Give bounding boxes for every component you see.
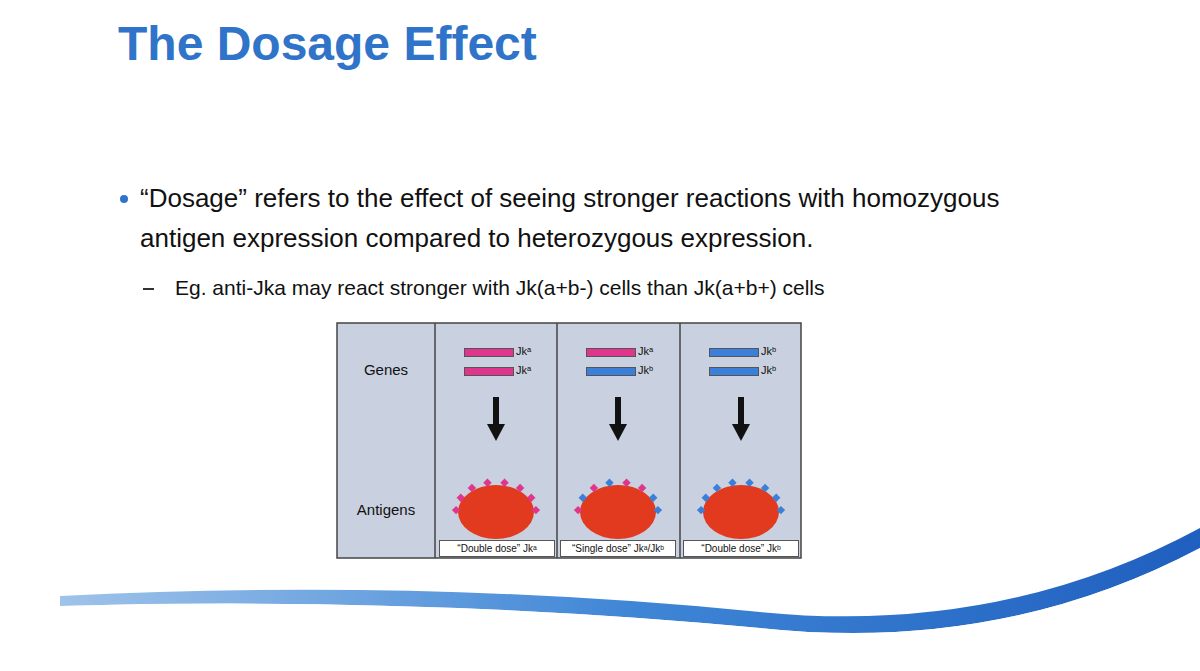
bottom-wave xyxy=(60,528,1200,671)
antigen-diamond xyxy=(745,478,753,486)
gene-bar: Jkᵇ xyxy=(709,367,779,377)
gene-bar-fill xyxy=(709,348,759,357)
antigen-diamond xyxy=(777,506,785,514)
antigen-diamond xyxy=(772,494,780,502)
bullet-text: “Dosage” refers to the effect of seeing … xyxy=(140,178,1040,258)
arrow-head xyxy=(732,424,750,441)
gene-bar: Jkᵇ xyxy=(586,367,656,377)
antigen-diamond xyxy=(516,484,524,492)
slide-title: The Dosage Effect xyxy=(118,16,537,71)
red-cell xyxy=(703,485,779,539)
red-cell xyxy=(458,485,534,539)
arrow-head xyxy=(487,424,505,441)
antigen-diamond xyxy=(500,478,508,486)
dose-caption-box: “Double dose” Jkᵃ xyxy=(439,540,555,557)
antigen-diamond xyxy=(605,478,613,486)
antigen-diamond xyxy=(728,478,736,486)
row-label: Genes xyxy=(337,361,435,378)
gene-bar-fill xyxy=(464,367,514,376)
allele-label: Jkᵃ xyxy=(516,345,531,357)
dose-caption: “Single dose” Jkᵃ/Jkᵇ xyxy=(572,543,664,554)
antigen-diamond xyxy=(713,484,721,492)
antigen-diamond xyxy=(532,506,540,514)
arrow-shaft xyxy=(493,397,499,425)
antigen-diamond xyxy=(654,506,662,514)
allele-label: Jkᵃ xyxy=(638,345,653,357)
antigen-diamond xyxy=(579,494,587,502)
antigen-diamond xyxy=(702,494,710,502)
row-labels: GenesAntigens xyxy=(337,323,435,558)
antigen-diamond xyxy=(761,484,769,492)
antigen-diamond xyxy=(574,506,582,514)
dose-caption: “Double dose” Jkᵃ xyxy=(457,543,536,554)
dose-caption-box: “Double dose” Jkᵇ xyxy=(683,540,799,557)
gene-bar-fill xyxy=(586,367,636,376)
gene-bar: Jkᵃ xyxy=(586,348,656,358)
antigen-cells xyxy=(452,397,785,539)
allele-label: Jkᵃ xyxy=(516,364,531,376)
gene-bar: Jkᵃ xyxy=(464,348,534,358)
antigen-diamond xyxy=(638,484,646,492)
gene-bar: Jkᵃ xyxy=(464,367,534,377)
allele-label: Jkᵇ xyxy=(761,345,776,357)
dose-caption-box: “Single dose” Jkᵃ/Jkᵇ xyxy=(560,540,676,557)
gene-bar-fill xyxy=(709,367,759,376)
antigen-diamond xyxy=(452,506,460,514)
bullet-dot xyxy=(120,195,128,203)
sub-bullet-text: Eg. anti-Jka may react stronger with Jk(… xyxy=(175,275,1075,301)
gene-bar: Jkᵇ xyxy=(709,348,779,358)
arrow-shaft xyxy=(615,397,621,425)
antigen-diamond xyxy=(527,494,535,502)
gene-bar-fill xyxy=(464,348,514,357)
antigen-diamond xyxy=(590,484,598,492)
antigen-diamond xyxy=(622,478,630,486)
antigen-diamond xyxy=(483,478,491,486)
dose-caption: “Double dose” Jkᵇ xyxy=(701,543,780,554)
allele-label: Jkᵇ xyxy=(761,364,776,376)
antigen-diamond xyxy=(697,506,705,514)
dosage-panel xyxy=(337,323,801,558)
gene-bar-fill xyxy=(586,348,636,357)
antigen-diamond xyxy=(468,484,476,492)
row-label: Antigens xyxy=(337,501,435,518)
antigen-diamond xyxy=(457,494,465,502)
red-cell xyxy=(580,485,656,539)
arrow-shaft xyxy=(738,397,744,425)
antigen-diamond xyxy=(649,494,657,502)
sub-bullet-dash xyxy=(143,288,154,290)
arrow-head xyxy=(609,424,627,441)
allele-label: Jkᵇ xyxy=(638,364,653,376)
